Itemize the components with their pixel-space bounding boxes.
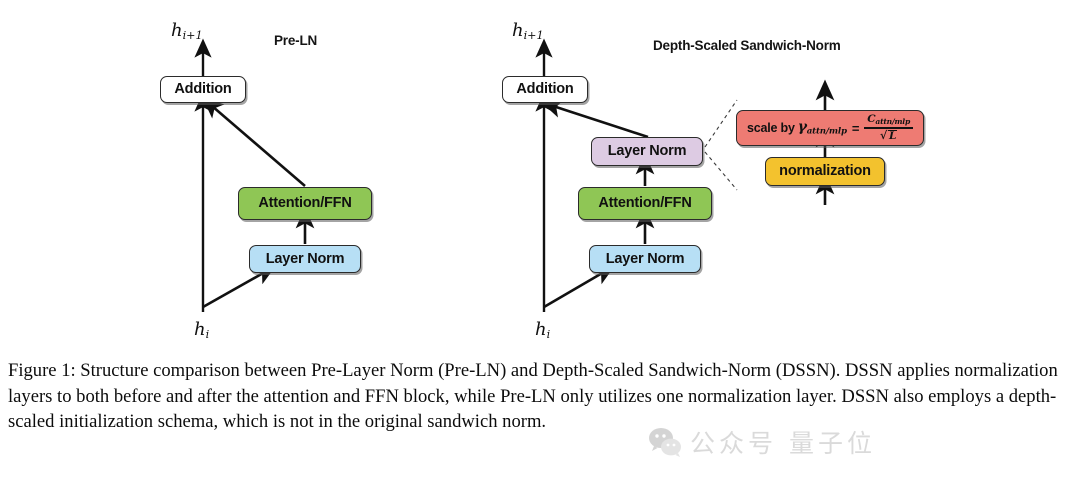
scale-prefix: scale by: [746, 120, 795, 135]
pre-ln-attention-ffn-node[interactable]: Attention/FFN: [238, 187, 372, 220]
pre-ln-layer-norm-node[interactable]: Layer Norm: [249, 245, 361, 273]
fraction-numerator: Cattn/mlp: [867, 113, 911, 127]
dssn-pre-layer-norm-node[interactable]: Layer Norm: [589, 245, 701, 273]
callout-scale-node[interactable]: scale by γattn/mlp = Cattn/mlp √L: [736, 110, 924, 146]
dssn-attention-ffn-node[interactable]: Attention/FFN: [578, 187, 712, 220]
connector-arrows: [194, 38, 835, 312]
dssn-postnorm-to-addition: [541, 99, 649, 139]
callout-leader-lines: [704, 99, 738, 191]
scale-formula: scale by γattn/mlp = Cattn/mlp √L: [743, 114, 917, 141]
scale-fraction: Cattn/mlp √L: [864, 113, 914, 142]
dssn-input-label: hi: [535, 319, 551, 341]
equals-sign: =: [851, 120, 860, 136]
panel-title-pre-ln: Pre-LN: [274, 33, 318, 48]
panel-title-dssn: Depth-Scaled Sandwich-Norm: [653, 38, 841, 53]
pre-ln-output-label: hi+1: [171, 20, 203, 42]
callout-normalization-node[interactable]: normalization: [765, 157, 885, 186]
dssn-output-label: hi+1: [512, 20, 544, 42]
dssn-addition-node[interactable]: Addition: [502, 76, 588, 103]
pre-ln-branch-to-layernorm: [202, 265, 276, 309]
fraction-bar: [864, 127, 914, 129]
fraction-denominator: √L: [880, 128, 898, 142]
dssn-branch-to-layernorm: [543, 265, 615, 309]
gamma-symbol: γattn/mlp: [797, 118, 847, 137]
dssn-post-layer-norm-node[interactable]: Layer Norm: [591, 137, 703, 166]
pre-ln-input-label: hi: [194, 319, 210, 341]
diagram-area: hi+1 Pre-LN Addition Attention/FFN Layer…: [160, 20, 924, 341]
pre-ln-attention-to-addition: [202, 97, 306, 187]
pre-ln-addition-node[interactable]: Addition: [160, 76, 246, 103]
figure-caption: Figure 1: Structure comparison between P…: [8, 360, 1058, 432]
